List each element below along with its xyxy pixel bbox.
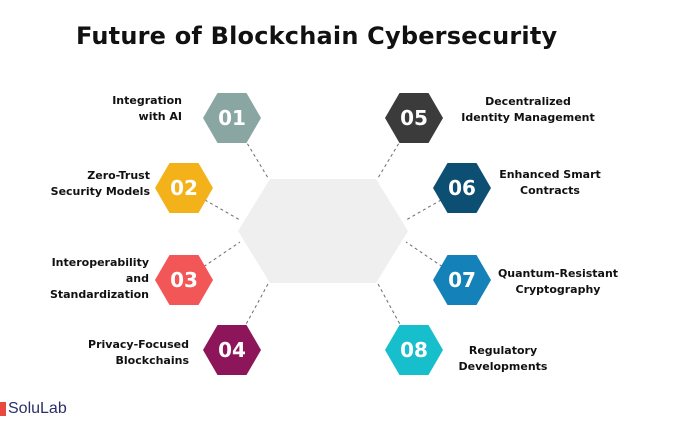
item-number-02: 02 — [170, 176, 198, 200]
item-label-05: Decentralized Identity Management — [461, 95, 595, 124]
item-badge-06: 06 — [433, 163, 491, 213]
center-hexagon — [238, 179, 408, 283]
item-badge-03: 03 — [155, 255, 213, 305]
item-badge-05: 05 — [385, 93, 443, 143]
item-number-05: 05 — [400, 106, 428, 130]
item-hexagon-06 — [433, 163, 491, 213]
item-label-01: Integration with AI — [112, 94, 182, 123]
item-number-03: 03 — [170, 268, 198, 292]
solulab-logo-text: SoluLab — [8, 400, 67, 417]
item-label-03: Interoperability and Standardization — [49, 256, 149, 301]
item-badge-04: 04 — [203, 325, 261, 375]
item-badge-08: 08 — [385, 325, 443, 375]
page-title: Future of Blockchain Cybersecurity — [76, 22, 558, 50]
solulab-logo: SoluLab — [0, 400, 67, 418]
item-label-04: Privacy-Focused Blockchains — [88, 338, 189, 367]
item-label-02: Zero-Trust Security Models — [50, 169, 150, 198]
item-badge-01: 01 — [203, 93, 261, 143]
item-number-01: 01 — [218, 106, 246, 130]
item-hexagon-07 — [433, 255, 491, 305]
item-label-06: Enhanced Smart Contracts — [499, 168, 601, 197]
item-hexagon-03 — [155, 255, 213, 305]
item-number-07: 07 — [448, 268, 476, 292]
connector-06 — [405, 187, 463, 221]
item-badge-02: 02 — [155, 163, 213, 213]
item-hexagons: 01 02 03 04 05 06 07 08 — [155, 93, 491, 375]
item-badge-07: 07 — [433, 255, 491, 305]
item-number-04: 04 — [218, 338, 246, 362]
item-hexagon-01 — [203, 93, 261, 143]
item-hexagon-08 — [385, 325, 443, 375]
item-hexagon-02 — [155, 163, 213, 213]
item-label-07: Quantum-Resistant Cryptography — [497, 267, 619, 296]
item-number-06: 06 — [448, 176, 476, 200]
item-hexagon-05 — [385, 93, 443, 143]
connector-03 — [183, 241, 241, 281]
item-number-08: 08 — [400, 338, 428, 362]
item-label-08: Regulatory Developments — [458, 344, 548, 373]
connector-07 — [405, 241, 463, 281]
item-hexagon-04 — [203, 325, 261, 375]
solulab-logo-mark — [0, 402, 6, 416]
connector-02 — [183, 187, 241, 221]
